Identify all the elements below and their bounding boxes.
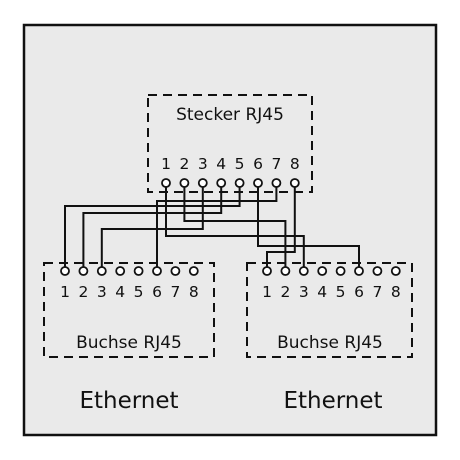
wire-plug-2-to-right-2 <box>183 187 287 267</box>
plug-box <box>147 94 313 193</box>
jack-left-pin-8 <box>188 266 199 276</box>
wire-plug-7-to-left-6 <box>156 187 278 267</box>
plug-pin-8 <box>289 178 300 188</box>
jack-left-box <box>43 262 215 358</box>
jack-left-pin-7 <box>170 266 181 276</box>
plug-pin-5 <box>234 178 245 188</box>
jack-right-pin-number-2: 2 <box>280 283 290 301</box>
wire-plug-6-to-right-6 <box>257 187 360 267</box>
plug-pin-number-1: 1 <box>161 155 171 173</box>
jack-right-pin-2 <box>280 266 291 276</box>
jack-left-pin-6 <box>152 266 162 276</box>
jack-left-pin-number-1: 1 <box>60 283 70 301</box>
jack-left-pin-number-2: 2 <box>78 283 88 301</box>
plug-pin-2 <box>179 178 190 188</box>
jack-right-pin-number-7: 7 <box>372 283 382 301</box>
jack-right-pin-number-1: 1 <box>262 283 272 301</box>
jack-right-pin-6 <box>354 266 364 276</box>
plug-pin-number-7: 7 <box>271 155 281 173</box>
jack-right-pin-number-3: 3 <box>299 283 309 301</box>
jack-right-pins <box>262 266 401 276</box>
jack-left-pin-5 <box>133 266 144 276</box>
jack-right-pin-number-4: 4 <box>317 283 327 301</box>
jack-left-pin-number-3: 3 <box>97 283 107 301</box>
jack-left-pin-number-5: 5 <box>134 283 144 301</box>
wire-plug-1-to-right-3 <box>165 187 305 267</box>
plug-pin-3 <box>197 178 208 188</box>
jack-left-pin-number-4: 4 <box>115 283 125 301</box>
plug-pins <box>161 178 300 188</box>
plug-pin-number-6: 6 <box>253 155 263 173</box>
jack-right-pin-8 <box>390 266 401 276</box>
jack-left-pin-number-6: 6 <box>152 283 162 301</box>
plug-label: Stecker RJ45 <box>176 105 284 125</box>
jack-left-pins <box>60 266 199 276</box>
jack-left-pin-number-8: 8 <box>189 283 199 301</box>
jack-right-pin-number-8: 8 <box>391 283 401 301</box>
jack-right-pin-1 <box>262 266 272 276</box>
plug-pin-4 <box>216 178 227 188</box>
jack-right-caption: Ethernet <box>283 388 382 414</box>
plug-pin-number-8: 8 <box>290 155 300 173</box>
plug-pin-6 <box>253 178 263 188</box>
jack-left-caption: Ethernet <box>79 388 178 414</box>
jack-left-pin-1 <box>60 266 70 276</box>
jack-right-label: Buchse RJ45 <box>277 333 383 353</box>
jack-right-pin-5 <box>335 266 346 276</box>
wire-plug-3-to-left-3 <box>100 187 204 267</box>
jack-left-pin-4 <box>115 266 126 276</box>
jack-right-box <box>246 262 413 358</box>
jack-right-pin-3 <box>298 266 309 276</box>
jack-right-pin-number-6: 6 <box>354 283 364 301</box>
wires <box>64 187 360 267</box>
jack-right-pin-number-5: 5 <box>336 283 346 301</box>
jack-left-label: Buchse RJ45 <box>76 333 182 353</box>
jack-left-pin-3 <box>96 266 107 276</box>
plug-pin-1 <box>161 178 171 188</box>
plug-pin-number-5: 5 <box>235 155 245 173</box>
wire-plug-8-to-right-1 <box>266 187 296 267</box>
diagram-panel <box>22 23 438 437</box>
plug-pin-number-3: 3 <box>198 155 208 173</box>
wire-plug-5-to-left-1 <box>64 187 241 267</box>
jack-right-pin-7 <box>372 266 383 276</box>
jack-left-pin-2 <box>78 266 89 276</box>
plug-pin-number-2: 2 <box>179 155 189 173</box>
jack-right-pin-4 <box>317 266 328 276</box>
plug-pin-7 <box>271 178 282 188</box>
plug-pin-number-4: 4 <box>216 155 226 173</box>
jack-left-pin-number-7: 7 <box>170 283 180 301</box>
